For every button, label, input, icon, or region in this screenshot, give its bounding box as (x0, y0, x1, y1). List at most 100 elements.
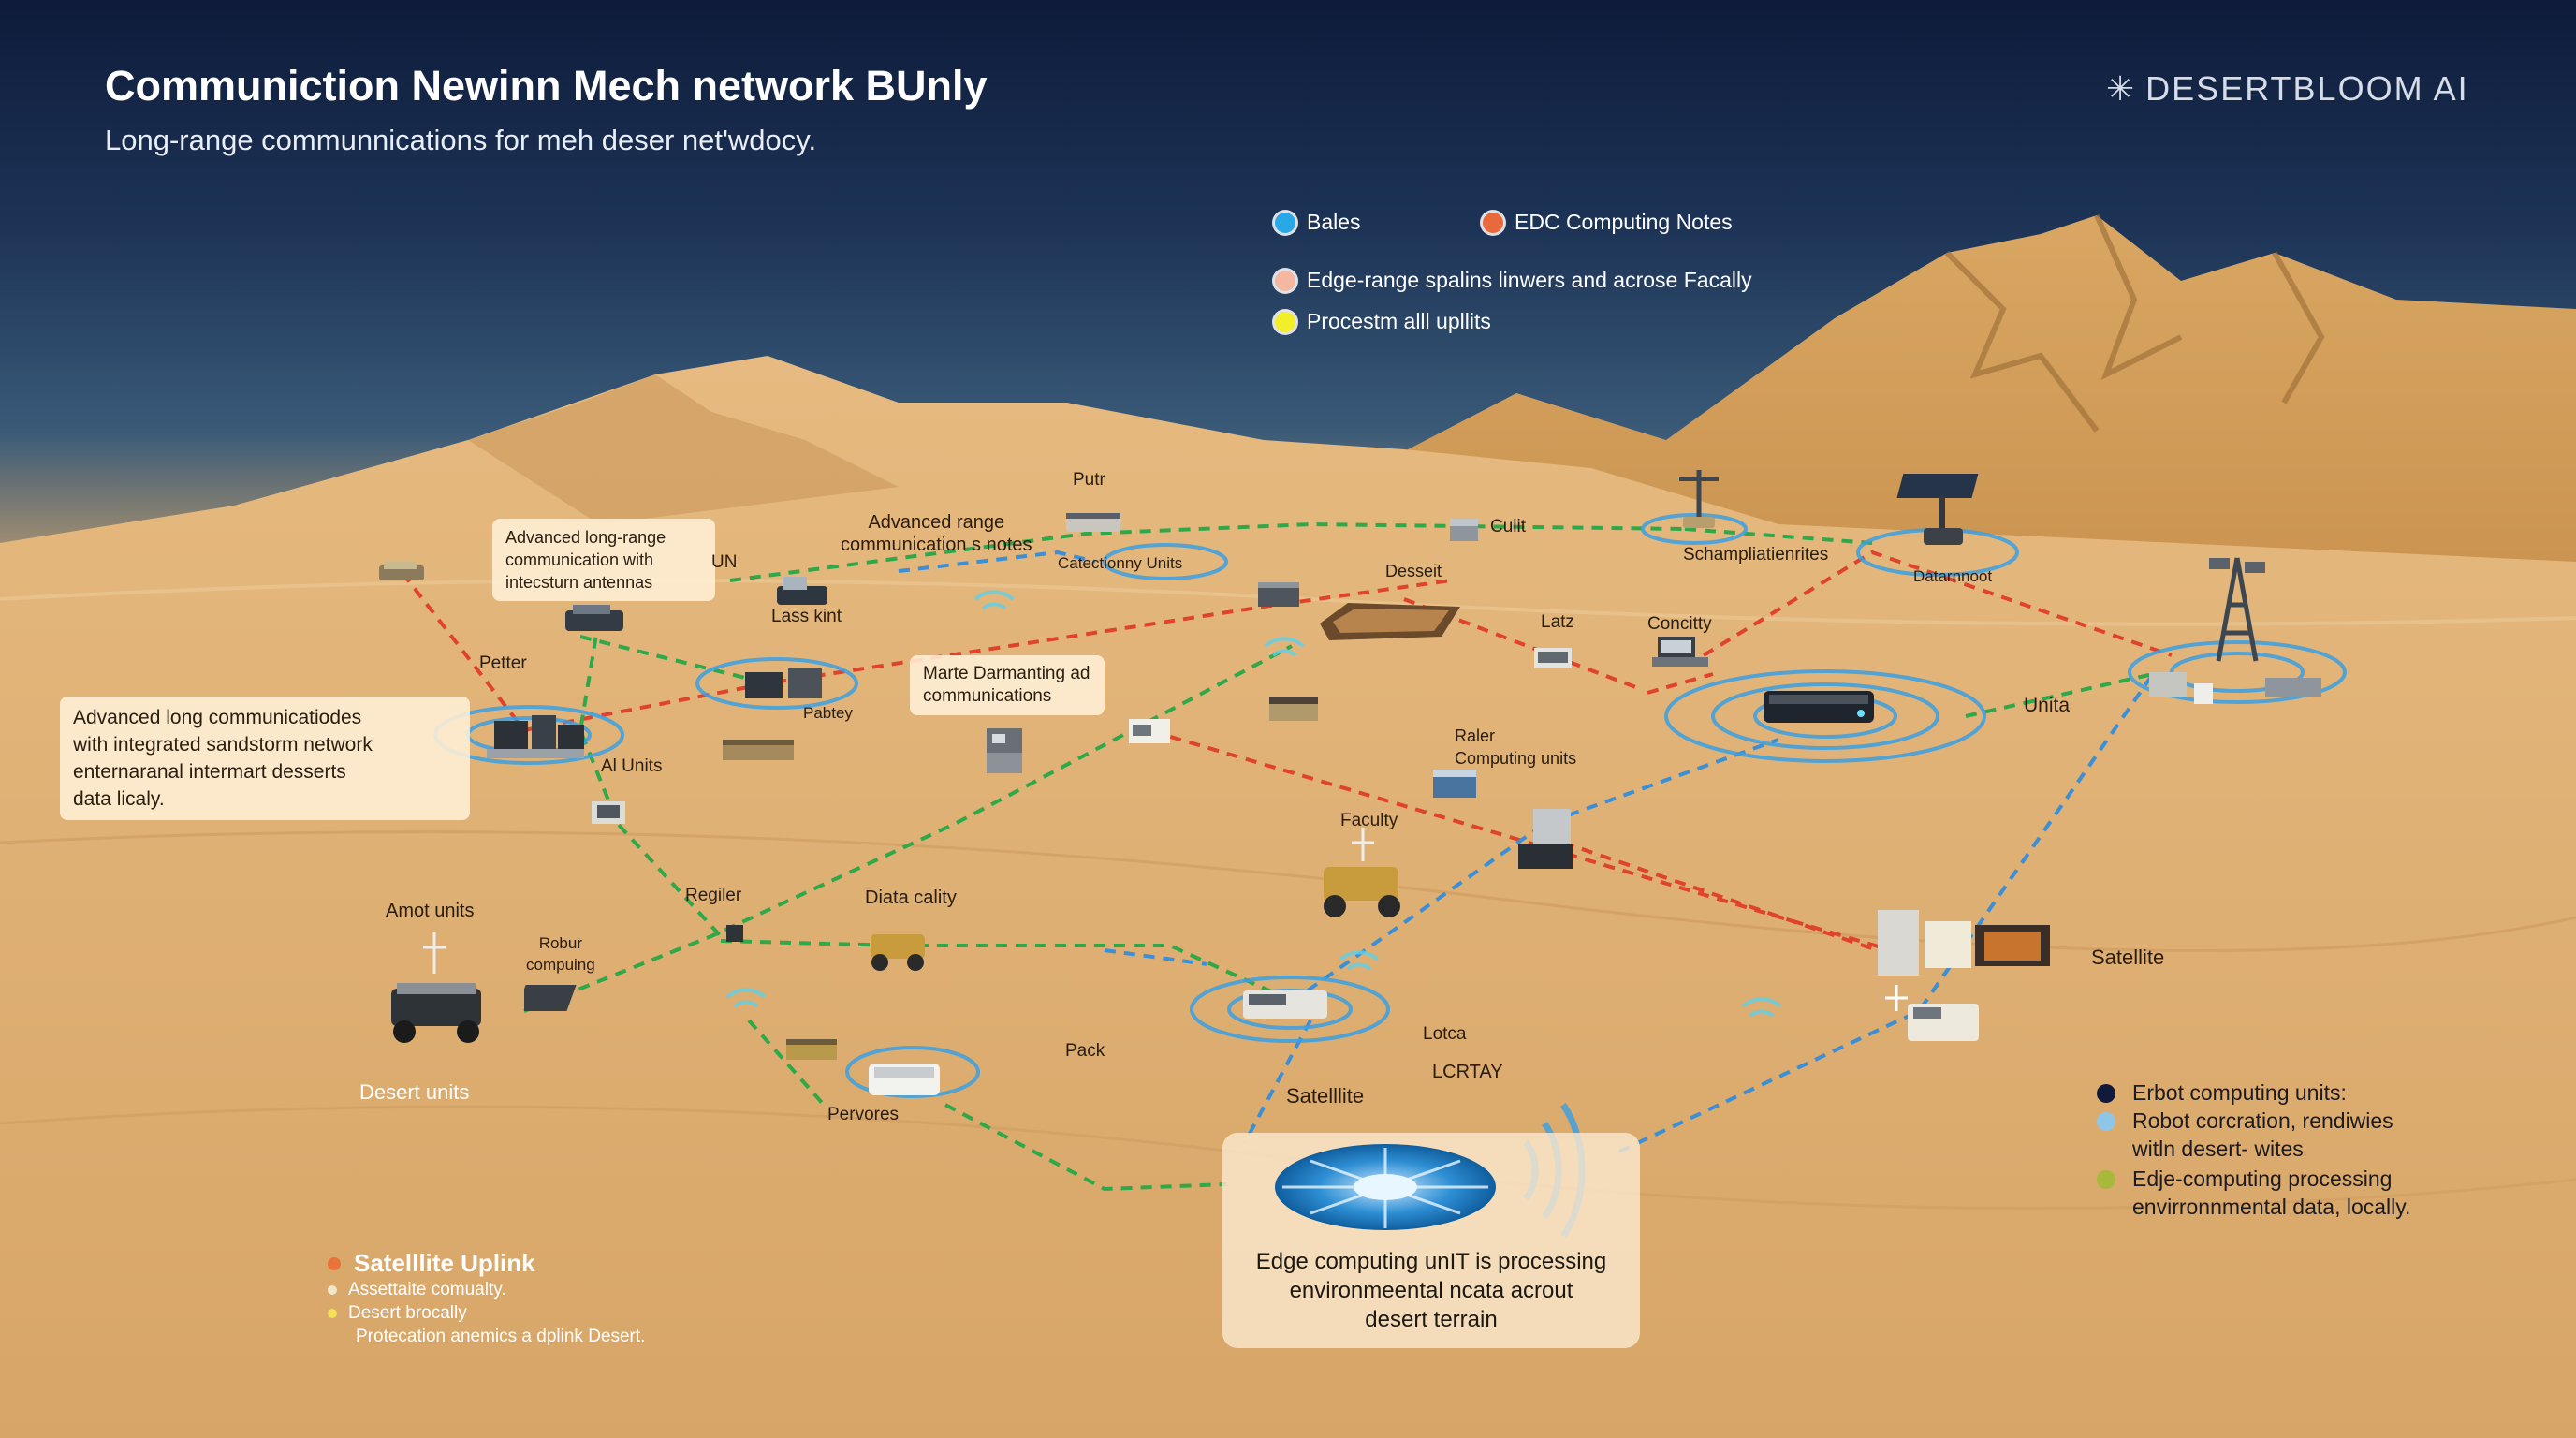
router-unit-icon (777, 577, 827, 605)
white-node-icon (869, 1064, 940, 1095)
brand-logo: ✳ DESERTBLOOM AI (2106, 69, 2469, 109)
legend-item-edc: EDC Computing Notes (1483, 210, 1733, 235)
page-subtitle: Long-range communnications for meh deser… (105, 124, 817, 156)
label-pabtey: Pabtey (803, 704, 853, 722)
label-culit: Culit (1490, 517, 1527, 536)
page-title: Communiction Newinn Mech network BUnly (105, 62, 988, 110)
laptop-unit-icon (1652, 637, 1708, 667)
legend-row: Robot corcration, rendiwies witln desert… (2097, 1107, 2410, 1163)
label-raler: Raler Computing units (1455, 726, 1577, 768)
compute-box-icon (1433, 770, 1476, 798)
beacon-icon (726, 925, 743, 942)
legend-label: EDC Computing Notes (1515, 210, 1733, 234)
solar-panel-icon (1896, 474, 1979, 545)
satellite-base-icon (1885, 985, 1979, 1041)
cube-unit-icon (1450, 519, 1478, 541)
legend-swatch (2097, 1084, 2115, 1103)
legend-item-edge-range: Edge-range spalins linwers and acrose Fa… (1275, 268, 1752, 293)
label-robur: Robur compuing (526, 934, 595, 974)
small-node-icon (987, 728, 1022, 753)
legend-swatch (2097, 1170, 2115, 1189)
label-unita: Unita (2024, 695, 2071, 716)
label-desert-units: Desert units (359, 1080, 470, 1104)
label-lass-kint: Lass kint (771, 607, 842, 626)
label-regiler: Regiler (685, 886, 742, 905)
legend-row: Protecation anemics a dplink Desert. (328, 1325, 645, 1348)
label-diata-cality: Diata cality (865, 888, 957, 908)
legend-label: Procestm alll upllits (1307, 309, 1491, 333)
desert-robot-icon (391, 932, 481, 1043)
antenna-unit-icon (379, 562, 424, 580)
label-catectionny: Catectionny Units (1058, 554, 1183, 572)
legend-label: Erbot computing units: (2132, 1080, 2347, 1105)
callout-antennas: Advanced long-range communication with i… (492, 519, 715, 601)
edge-computing-text: Edge computing unIT is processing enviro… (1255, 1249, 1607, 1332)
legend-swatch (1483, 212, 1503, 233)
comm-tower-icon (2209, 557, 2265, 662)
label-lotca: Lotca (1423, 1024, 1467, 1044)
legend-row: Assettaite comualty. (328, 1278, 645, 1301)
legend-item-bales: Bales (1275, 210, 1361, 235)
label-un: UN (711, 552, 738, 572)
label-al-units: Al Units (601, 756, 663, 776)
legend-row: Erbot computing units: (2097, 1078, 2410, 1107)
brand-text: DESERTBLOOM AI (2145, 69, 2469, 108)
legend-robot-units: Erbot computing units: Robot corcration,… (2097, 1078, 2410, 1221)
edge-node-icon (565, 605, 623, 631)
legend-title: Satelllite Uplink (354, 1249, 535, 1277)
label-putr: Putr (1073, 470, 1105, 490)
gold-crate-icon (786, 1039, 837, 1060)
label-lcrtay: LCRTAY (1432, 1062, 1503, 1082)
legend-swatch (2097, 1112, 2115, 1131)
relay-box-icon (1258, 582, 1299, 607)
ai-compute-cluster-icon (487, 715, 584, 758)
crate-unit-icon (1269, 697, 1318, 721)
label-schampliationrites: Schampliatienrites (1683, 545, 1829, 565)
legend-label: Bales (1307, 210, 1361, 234)
tower-base-units-icon (2149, 672, 2321, 704)
legend-swatch (1275, 311, 1295, 332)
label-datarnnoot: Datarnnoot (1913, 567, 1993, 585)
monitor-unit-icon (592, 801, 625, 824)
legend-row: Desert brocally (328, 1301, 645, 1325)
legend-swatch (328, 1308, 337, 1318)
legend-swatch (328, 1256, 341, 1270)
field-node-icon (745, 668, 822, 698)
legend-row: Edje-computing processing envirronnmenta… (2097, 1165, 2410, 1221)
legend-label: Desert brocally (348, 1303, 467, 1323)
legend-item-procestm: Procestm alll upllits (1275, 309, 1491, 334)
legend-label: Assettaite comualty. (348, 1280, 506, 1299)
legend-heading: Satelllite Uplink (328, 1249, 645, 1278)
sensor-crate-icon (723, 740, 794, 760)
edge-server-icon (1764, 691, 1874, 723)
legend-label: Edge-range spalins linwers and acrose Fa… (1307, 268, 1752, 292)
snowflake-icon: ✳ (2106, 69, 2137, 108)
label-satellite-right: Satellite (2091, 946, 2165, 969)
robot-computing-icon (524, 985, 577, 1011)
legend-swatch (1275, 212, 1295, 233)
label-desseit: Desseit (1385, 562, 1442, 580)
legend-swatch (328, 1284, 337, 1295)
computer-unit-icon (1534, 648, 1572, 668)
legend-label: Protecation anemics a dplink Desert. (356, 1327, 646, 1346)
legend-satellite-uplink: Satelllite Uplink Assettaite comualty. D… (328, 1249, 645, 1348)
satellite-dish-icon (1275, 1144, 1496, 1230)
data-center-slab-icon (1320, 603, 1460, 640)
label-faculty: Faculty (1340, 811, 1398, 830)
legend-label: Edje-computing processing envirronnmenta… (2132, 1167, 2411, 1219)
relay-icon (1129, 719, 1170, 743)
legend-swatch (1275, 270, 1295, 291)
rover-unit-icon (871, 934, 925, 971)
label-latz: Latz (1541, 612, 1574, 632)
label-petter: Petter (479, 653, 527, 673)
label-amot-units: Amot units (386, 901, 475, 921)
satellite-station-icon (1878, 910, 2050, 976)
server-unit-icon (1066, 513, 1120, 532)
label-pack: Pack (1065, 1041, 1105, 1061)
satellite-node-icon (1243, 990, 1327, 1019)
label-advanced-range: Advanced range communication s notes (841, 512, 1032, 555)
antenna-tower-icon (1679, 470, 1719, 528)
callout-sandstorm: Advanced long communicatiodes with integ… (60, 697, 470, 820)
